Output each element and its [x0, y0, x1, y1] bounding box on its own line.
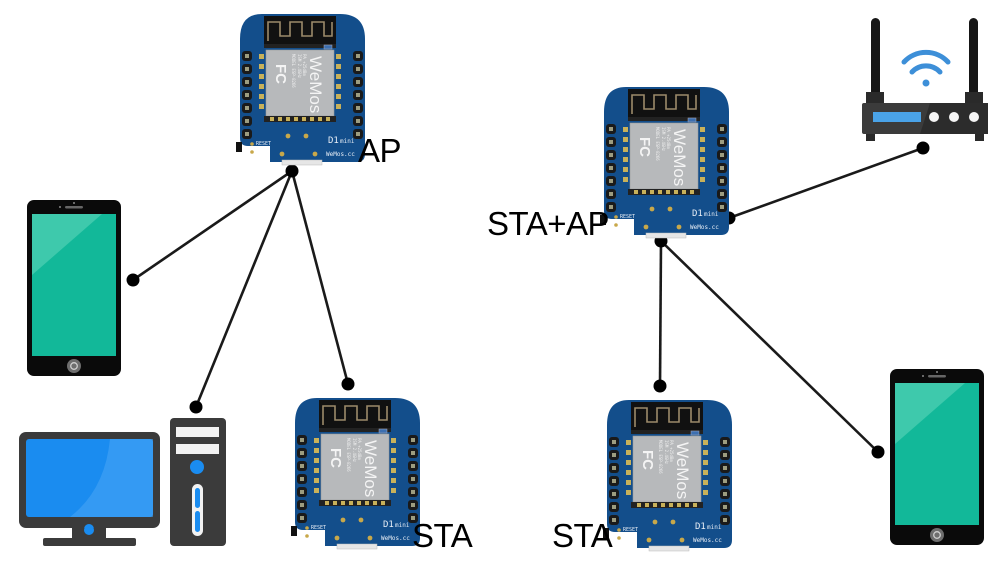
board-name-suffix: mini	[704, 211, 719, 218]
desktop-pc	[19, 418, 226, 546]
board-sta-left: D1 mini WeMos.cc RESET	[290, 397, 421, 550]
connection-endpoints	[126, 141, 930, 459]
smartphone-icon	[889, 368, 985, 546]
board-sta-ap: D1 mini WeMos.cc RESET	[599, 86, 730, 239]
endpoint-sta-left	[341, 377, 355, 391]
wifi-icon	[901, 49, 951, 87]
endpoint-ap-hub	[285, 164, 299, 178]
board-ap: D1 mini WeMos.cc RESET	[235, 13, 366, 166]
board-sta-right: D1 mini WeMos.cc RESET	[602, 399, 733, 552]
board-name-suffix: mini	[395, 522, 410, 529]
board-brand: WeMos.cc	[381, 535, 410, 542]
endpoint-sta-right	[653, 379, 667, 393]
wifi-router	[862, 18, 988, 141]
smartphone-icon	[26, 199, 122, 377]
board-name: D1	[695, 522, 706, 532]
router-icon	[862, 18, 988, 141]
link-ap-to-desktop-pc	[194, 170, 294, 408]
link-ap-to-phone-left	[132, 169, 293, 282]
endpoint-desktop-pc	[189, 400, 203, 414]
pc-tower-icon	[170, 418, 226, 546]
board-name-suffix: mini	[340, 138, 355, 145]
endpoint-router	[916, 141, 930, 155]
board-brand: WeMos.cc	[690, 224, 719, 231]
label-sta-left: STA	[412, 517, 473, 554]
monitor-icon	[19, 432, 160, 546]
link-sta-ap-to-phone-right	[660, 240, 879, 453]
board-name: D1	[692, 209, 703, 219]
link-sta-ap-to-router	[728, 146, 924, 220]
label-sta-right: STA	[552, 517, 613, 554]
label-ap: AP	[358, 132, 402, 169]
link-sta-ap-to-sta-right	[658, 240, 663, 387]
reset-label: RESET	[311, 525, 326, 531]
board-name: D1	[383, 520, 394, 530]
phone-right	[889, 368, 985, 546]
board-brand: WeMos.cc	[326, 151, 355, 158]
endpoint-phone-right	[871, 445, 885, 459]
connection-lines	[132, 146, 924, 453]
reset-label: RESET	[620, 214, 635, 220]
board-name-suffix: mini	[707, 524, 722, 531]
label-sta-ap: STA+AP	[487, 205, 610, 242]
endpoint-phone-left	[126, 273, 140, 287]
reset-label: RESET	[623, 527, 638, 533]
board-brand: WeMos.cc	[693, 537, 722, 544]
board-name: D1	[328, 136, 339, 146]
phone-left	[26, 199, 122, 377]
reset-label: RESET	[256, 141, 271, 147]
link-ap-to-sta-left	[290, 170, 350, 385]
